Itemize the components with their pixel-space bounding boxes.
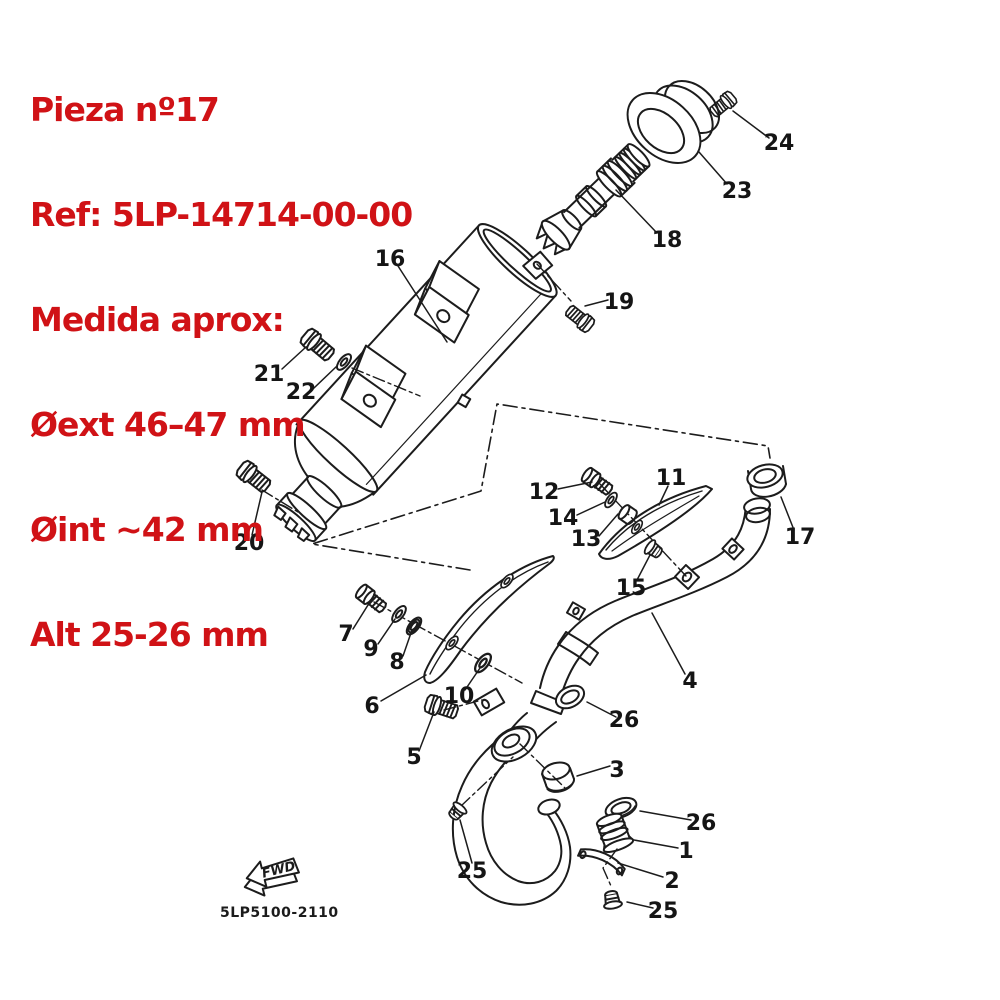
- bolt-19: [562, 301, 598, 335]
- part-label-5: 5: [406, 745, 421, 770]
- annotation-line-oint: Øint ~42 mm: [30, 510, 264, 549]
- part-label-4: 4: [682, 669, 697, 694]
- part-label-20: 20: [234, 531, 265, 556]
- frame-boundary-line: [311, 403, 771, 571]
- part-label-16: 16: [375, 247, 406, 272]
- part-label-26-rear: 26: [686, 811, 717, 836]
- part-label-12: 12: [529, 480, 560, 505]
- front-flange-bell-drawing: [472, 687, 566, 763]
- part-label-9: 9: [363, 637, 378, 662]
- part-label-8: 8: [389, 650, 404, 675]
- bolt-12: [578, 465, 616, 499]
- annotation-line-alt: Alt 25-26 mm: [30, 615, 269, 654]
- collar-3-drawing: [541, 761, 576, 793]
- part-label-26-mid: 26: [609, 708, 640, 733]
- part-label-3: 3: [609, 758, 624, 783]
- part-label-6: 6: [364, 694, 379, 719]
- joint-pipe-1-drawing: [595, 812, 635, 853]
- annotation-line-piece: Pieza nº17: [30, 90, 220, 129]
- part-label-17: 17: [785, 525, 816, 550]
- tail-pipe-18-drawing: [535, 143, 651, 256]
- fwd-arrow-icon: FWD: [243, 857, 300, 897]
- part-label-2: 2: [664, 869, 679, 894]
- part-label-7: 7: [338, 622, 353, 647]
- collar-17-drawing: [746, 463, 787, 498]
- heat-shield-6-drawing: [423, 555, 555, 684]
- clamp-2-drawing: [577, 848, 626, 877]
- part-label-21: 21: [254, 362, 285, 387]
- part-label-24: 24: [764, 131, 795, 156]
- part-label-19: 19: [604, 290, 635, 315]
- annotation-line-oext: Øext 46–47 mm: [30, 405, 306, 444]
- gasket-26-mid-drawing: [554, 684, 586, 710]
- annotation-line-ref: Ref: 5LP-14714-00-00: [30, 195, 413, 234]
- part-label-22: 22: [286, 380, 317, 405]
- part-label-13: 13: [571, 527, 602, 552]
- end-cap-23-drawing: [626, 80, 720, 164]
- part-label-1: 1: [678, 839, 693, 864]
- washer-10: [471, 650, 495, 676]
- part-label-23: 23: [722, 179, 753, 204]
- annotation-line-medida: Medida aprox:: [30, 300, 285, 339]
- fasteners: [233, 88, 740, 912]
- part-label-11: 11: [656, 466, 687, 491]
- part-label-14: 14: [548, 506, 579, 531]
- seller-annotation: Pieza nº17 Ref: 5LP-14714-00-00 Medida a…: [30, 22, 413, 722]
- part-label-25-front: 25: [457, 859, 488, 884]
- bolt-24: [706, 88, 740, 121]
- part-number-labels: 16 18 19 23 24 21 22 20 12 14 13 11 15 1…: [234, 131, 816, 924]
- u-bend-pipe-drawing: [451, 733, 572, 906]
- part-label-18: 18: [652, 228, 683, 253]
- muffler-16-drawing: [273, 223, 558, 543]
- diagram-code: 5LP5100-2110: [220, 905, 339, 921]
- part-label-25-rear: 25: [648, 899, 679, 924]
- heat-shield-11-drawing: [598, 485, 713, 560]
- part-label-15: 15: [616, 576, 647, 601]
- nut-25-front: [444, 799, 470, 824]
- nut-25-rear: [600, 888, 624, 912]
- part-label-10: 10: [444, 684, 475, 709]
- leader-lines: [251, 110, 795, 909]
- nut-15: [641, 537, 666, 562]
